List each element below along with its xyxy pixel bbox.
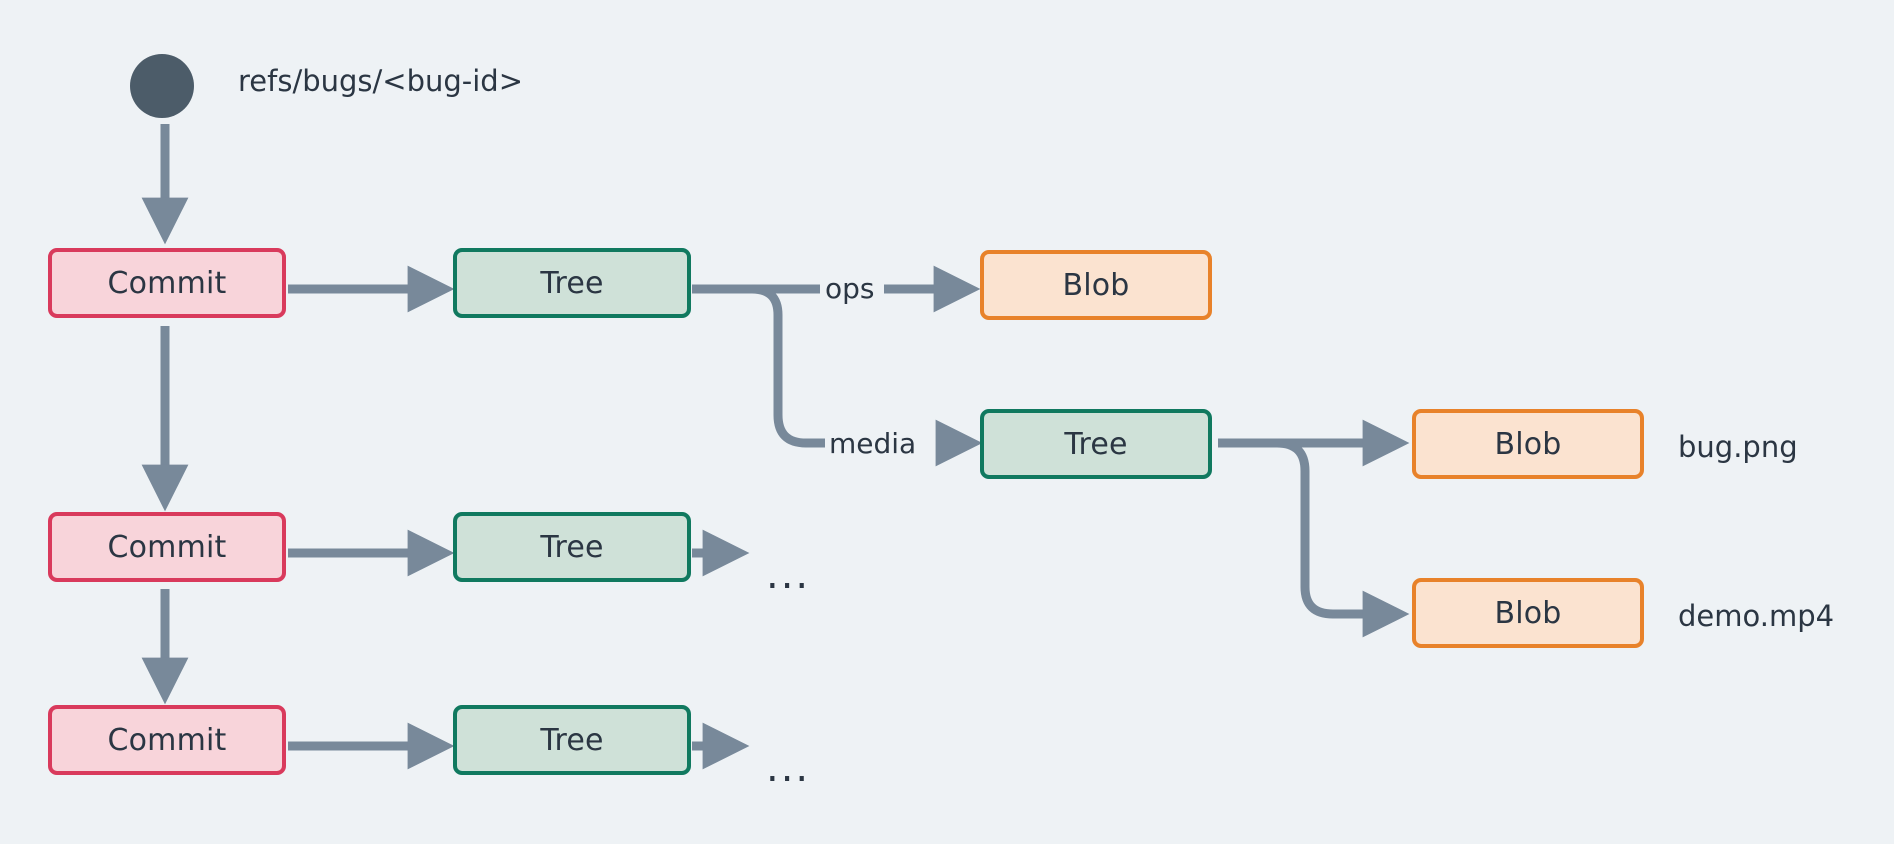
edge-treemedia-to-demomp4 (1218, 438, 1410, 638)
node-blob-bug-png-label: Blob (1494, 426, 1562, 462)
node-tree-media-label: Tree (1064, 426, 1128, 462)
node-tree-root-1-label: Tree (540, 265, 604, 301)
node-tree-root-2[interactable]: Tree (453, 512, 691, 582)
ellipsis-row-2: ... (766, 552, 811, 598)
node-blob-demo-mp4[interactable]: Blob (1412, 578, 1644, 648)
node-blob-demo-mp4-label: Blob (1494, 595, 1562, 631)
node-commit-2-label: Commit (107, 529, 227, 565)
file-label-demo-mp4: demo.mp4 (1678, 599, 1835, 633)
file-label-bug-png: bug.png (1678, 430, 1798, 464)
node-tree-root-3[interactable]: Tree (453, 705, 691, 775)
edge-label-media: media (826, 427, 920, 460)
edge-tree1-to-media (692, 284, 825, 448)
node-blob-ops-label: Blob (1062, 267, 1130, 303)
node-tree-root-2-label: Tree (540, 529, 604, 565)
node-tree-root-3-label: Tree (540, 722, 604, 758)
edge-label-ops: ops (822, 272, 878, 305)
node-blob-ops[interactable]: Blob (980, 250, 1212, 320)
node-tree-root-1[interactable]: Tree (453, 248, 691, 318)
node-tree-media[interactable]: Tree (980, 409, 1212, 479)
ellipsis-row-3: ... (766, 745, 811, 791)
node-commit-1-label: Commit (107, 265, 227, 301)
node-commit-2[interactable]: Commit (48, 512, 286, 582)
node-commit-3-label: Commit (107, 722, 227, 758)
node-commit-1[interactable]: Commit (48, 248, 286, 318)
node-blob-bug-png[interactable]: Blob (1412, 409, 1644, 479)
ref-label: refs/bugs/<bug-id> (238, 64, 524, 98)
node-commit-3[interactable]: Commit (48, 705, 286, 775)
ref-dot-icon (130, 54, 194, 118)
